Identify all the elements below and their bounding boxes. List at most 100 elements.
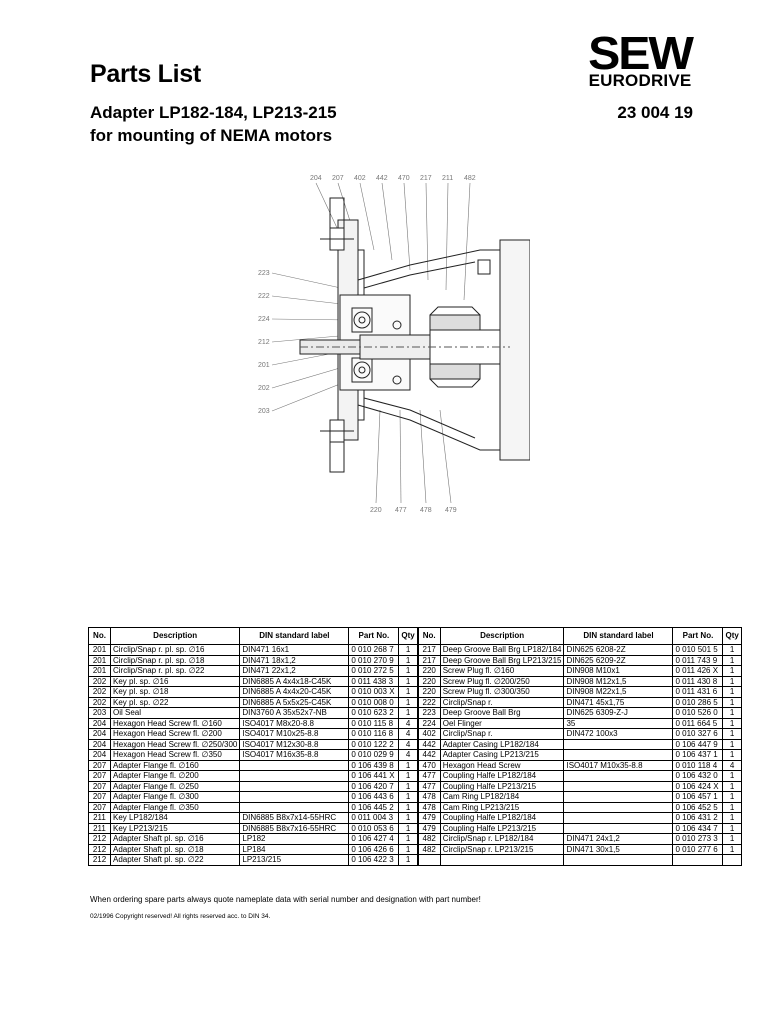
- right-cell-din: DIN625 6208-2Z: [563, 644, 674, 656]
- drawing-leader-line: [271, 272, 351, 291]
- left-cell-desc: Hexagon Head Screw fl. ∅160: [109, 717, 241, 729]
- left-cell-qty: 1: [398, 843, 419, 855]
- ordering-note: When ordering spare parts always quote n…: [90, 895, 481, 904]
- left-cell-qty: 4: [398, 717, 419, 729]
- right-cell-pn: 0 011 664 5: [672, 717, 724, 729]
- right-cell-no: 482: [416, 833, 441, 845]
- col-qty-right: Qty: [722, 627, 742, 645]
- left-cell-no: 202: [88, 696, 111, 708]
- drawing-callout-label: 470: [398, 175, 410, 182]
- left-cell-din: DIN6885 A 4x4x20-C45K: [239, 686, 350, 698]
- drawing-leader-line: [271, 334, 351, 343]
- left-cell-desc: Adapter Shaft pl. sp. ∅16: [109, 833, 241, 845]
- right-cell-qty: 1: [722, 665, 742, 677]
- left-cell-qty: 1: [398, 833, 419, 845]
- right-cell-pn: 0 011 431 6: [672, 686, 724, 698]
- left-cell-no: 202: [88, 686, 111, 698]
- drawing-leader-line: [419, 409, 427, 504]
- left-cell-no: 201: [88, 644, 111, 656]
- right-cell-desc: Coupling Halfe LP213/215: [439, 822, 565, 834]
- right-cell-no: 442: [416, 749, 441, 761]
- left-cell-desc: Adapter Flange fl. ∅250: [109, 780, 241, 792]
- left-cell-qty: 1: [398, 759, 419, 771]
- left-cell-no: 204: [88, 717, 111, 729]
- right-cell-pn: [672, 854, 724, 866]
- left-cell-no: 207: [88, 801, 111, 813]
- col-din: DIN standard label: [239, 627, 350, 645]
- left-cell-din: ISO4017 M8x20-8.8: [239, 717, 350, 729]
- right-cell-desc: Circlip/Snap r. LP213/215: [439, 843, 565, 855]
- left-cell-qty: 4: [398, 728, 419, 740]
- parts-table: No. Description DIN standard label Part …: [88, 627, 742, 866]
- right-cell-desc: Screw Plug fl. ∅300/350: [439, 686, 565, 698]
- left-cell-qty: 1: [398, 665, 419, 677]
- drawing-callout-label: 477: [395, 507, 407, 514]
- left-cell-qty: 1: [398, 675, 419, 687]
- right-cell-din: DIN471 24x1,2: [563, 833, 674, 845]
- left-cell-qty: 1: [398, 696, 419, 708]
- right-cell-no: 470: [416, 759, 441, 771]
- right-cell-din: [563, 780, 674, 792]
- drawing-callout-label: 217: [420, 175, 432, 182]
- left-cell-din: LP182: [239, 833, 350, 845]
- right-cell-pn: 0 010 501 5: [672, 644, 724, 656]
- left-cell-pn: 0 106 427 4: [348, 833, 400, 845]
- left-cell-desc: Circlip/Snap r. pl. sp. ∅16: [109, 644, 241, 656]
- left-cell-pn: 0 106 439 8: [348, 759, 400, 771]
- left-cell-pn: 0 106 422 3: [348, 854, 400, 866]
- left-cell-desc: Adapter Flange fl. ∅300: [109, 791, 241, 803]
- drawing-leader-line: [359, 182, 375, 251]
- right-cell-no: 477: [416, 770, 441, 782]
- right-cell-din: DIN625 6209-2Z: [563, 654, 674, 666]
- right-cell-no: 224: [416, 717, 441, 729]
- logo-sew-text: SEW: [588, 27, 694, 79]
- left-cell-desc: Circlip/Snap r. pl. sp. ∅18: [109, 654, 241, 666]
- right-cell-desc: Circlip/Snap r.: [439, 696, 565, 708]
- drawing-callout-label: 202: [258, 385, 270, 392]
- drawing-leader-line: [315, 182, 339, 231]
- left-cell-qty: 4: [398, 749, 419, 761]
- right-cell-qty: 1: [722, 822, 742, 834]
- drawing-callout-label: 204: [310, 175, 322, 182]
- left-cell-pn: 0 106 426 6: [348, 843, 400, 855]
- left-cell-din: DIN471 22x1,2: [239, 665, 350, 677]
- right-cell-pn: 0 106 437 1: [672, 749, 724, 761]
- right-cell-qty: 1: [722, 696, 742, 708]
- right-cell-din: DIN625 6309-Z-J: [563, 707, 674, 719]
- right-cell-qty: 1: [722, 791, 742, 803]
- drawing-callout-label: 479: [445, 507, 457, 514]
- right-cell-no: 220: [416, 675, 441, 687]
- right-cell-qty: 1: [722, 654, 742, 666]
- left-cell-no: 204: [88, 749, 111, 761]
- right-cell-pn: 0 010 277 6: [672, 843, 724, 855]
- right-cell-din: [563, 801, 674, 813]
- left-cell-pn: 0 010 053 6: [348, 822, 400, 834]
- right-cell-pn: 0 106 432 0: [672, 770, 724, 782]
- copyright-notice: 02/1996 Copyright reserved! All rights r…: [90, 913, 271, 920]
- left-cell-pn: 0 010 003 X: [348, 686, 400, 698]
- left-cell-no: 212: [88, 843, 111, 855]
- table-header-row: No. Description DIN standard label Part …: [88, 627, 742, 645]
- left-cell-pn: 0 011 004 3: [348, 812, 400, 824]
- right-cell-no: 477: [416, 780, 441, 792]
- right-cell-no: 479: [416, 822, 441, 834]
- right-cell-din: DIN908 M22x1,5: [563, 686, 674, 698]
- left-cell-pn: 0 010 122 2: [348, 738, 400, 750]
- left-cell-pn: 0 011 438 3: [348, 675, 400, 687]
- drawing-leader-line: [425, 182, 429, 281]
- right-cell-pn: 0 106 447 9: [672, 738, 724, 750]
- left-cell-no: 207: [88, 780, 111, 792]
- right-cell-qty: 1: [722, 780, 742, 792]
- drawing-callout-label: 442: [376, 175, 388, 182]
- drawing-callout-label: 212: [258, 339, 270, 346]
